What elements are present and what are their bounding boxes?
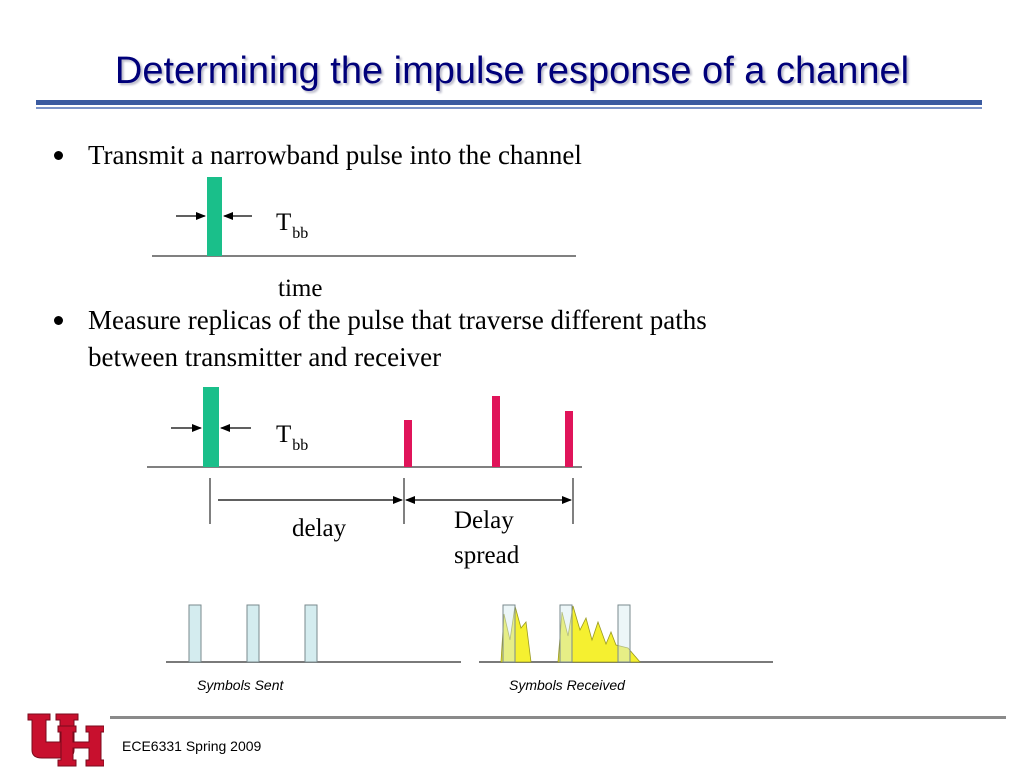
footer-rule (110, 716, 1006, 719)
received-echo-1 (500, 605, 532, 663)
bullet-dot-2 (54, 316, 63, 325)
replica-pulse-1 (404, 420, 412, 467)
symbols-sent-label: Symbols Sent (197, 677, 284, 693)
delay-spread-label-line1: Delay (454, 507, 514, 534)
symbols-sent-diagram: Symbols Sent (166, 604, 461, 693)
footer-course: ECE6331 Spring 2009 (122, 738, 262, 754)
received-symbol-1 (502, 604, 516, 663)
time-axis-label: time (278, 275, 322, 302)
tbb-label-1: Tbb (276, 209, 308, 242)
replica-pulse-diagram: Tbb delay Delay spread (147, 387, 582, 569)
symbols-received-label: Symbols Received (509, 677, 626, 693)
sent-symbol-2 (246, 604, 260, 663)
received-symbol-3 (617, 604, 631, 663)
bullet-dot-1 (54, 151, 63, 160)
transmit-pulse-diagram: Tbb time (152, 177, 576, 302)
uh-logo (27, 713, 104, 767)
delay-spread-label-line2: spread (454, 542, 520, 569)
bullet-text-2: Measure replicas of the pulse that trave… (88, 305, 707, 335)
replica-pulse-3 (565, 411, 573, 467)
title-underline (36, 100, 982, 109)
bullet-text-3: between transmitter and receiver (88, 342, 442, 372)
delay-label: delay (292, 515, 347, 542)
transmit-pulse (207, 177, 222, 256)
bullet-text-1: Transmit a narrowband pulse into the cha… (88, 140, 582, 170)
replica-pulse-2 (492, 396, 500, 467)
received-echo-2 (557, 605, 641, 663)
received-symbol-2 (559, 604, 573, 663)
tbb-label-2: Tbb (276, 421, 308, 454)
sent-symbol-1 (188, 604, 202, 663)
original-pulse (203, 387, 219, 467)
symbols-received-diagram: Symbols Received (479, 604, 773, 693)
impulse-diagram: Tbb time Tbb delay Delay spread Symbols … (147, 177, 773, 693)
sent-symbol-3 (304, 604, 318, 663)
slide-title: Determining the impulse response of a ch… (114, 50, 910, 92)
